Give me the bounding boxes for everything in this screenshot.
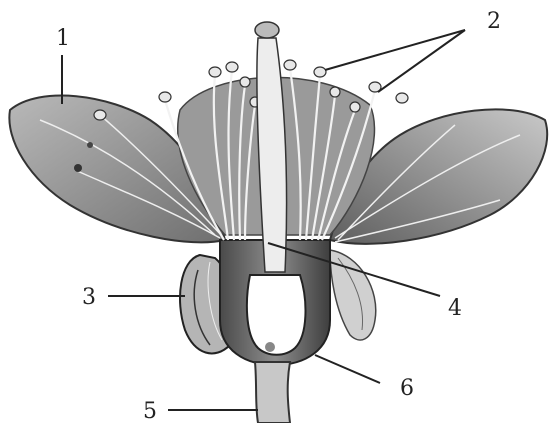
label-4: 4 bbox=[448, 296, 462, 321]
label-1: 1 bbox=[56, 26, 70, 51]
stigma bbox=[255, 22, 279, 38]
label-3: 3 bbox=[82, 285, 96, 310]
label-2: 2 bbox=[487, 9, 501, 34]
ovule bbox=[265, 342, 275, 352]
label-5: 5 bbox=[143, 399, 157, 423]
ovary bbox=[247, 275, 306, 355]
label-6: 6 bbox=[400, 376, 414, 401]
pedicel bbox=[255, 362, 290, 423]
